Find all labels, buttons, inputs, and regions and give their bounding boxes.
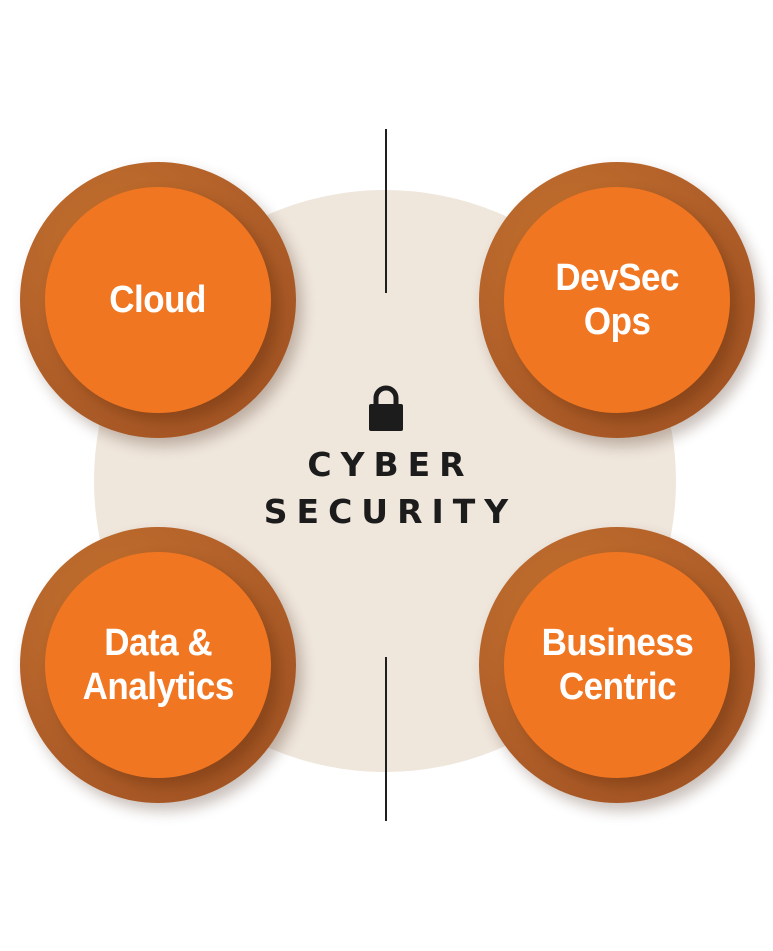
node-devsecops: DevSec Ops xyxy=(479,162,755,438)
divider-top xyxy=(385,129,387,293)
node-cloud: Cloud xyxy=(20,162,296,438)
node-devsecops-inner: DevSec Ops xyxy=(504,187,730,413)
node-data-analytics-inner: Data & Analytics xyxy=(45,552,271,778)
node-business-centric-inner: Business Centric xyxy=(504,552,730,778)
node-cloud-inner: Cloud xyxy=(45,187,271,413)
node-devsecops-label: DevSec Ops xyxy=(555,257,679,343)
hub-title-line-1: CYBER xyxy=(307,445,474,484)
node-data-analytics: Data & Analytics xyxy=(20,527,296,803)
hub: CYBER SECURITY xyxy=(200,385,572,528)
node-business-centric: Business Centric xyxy=(479,527,755,803)
node-business-centric-label: Business Centric xyxy=(541,622,693,708)
node-cloud-label: Cloud xyxy=(109,279,207,321)
divider-bottom xyxy=(385,657,387,821)
hub-title-line-2: SECURITY xyxy=(263,492,518,531)
lock-icon xyxy=(369,385,403,431)
node-data-analytics-label: Data & Analytics xyxy=(82,622,234,708)
